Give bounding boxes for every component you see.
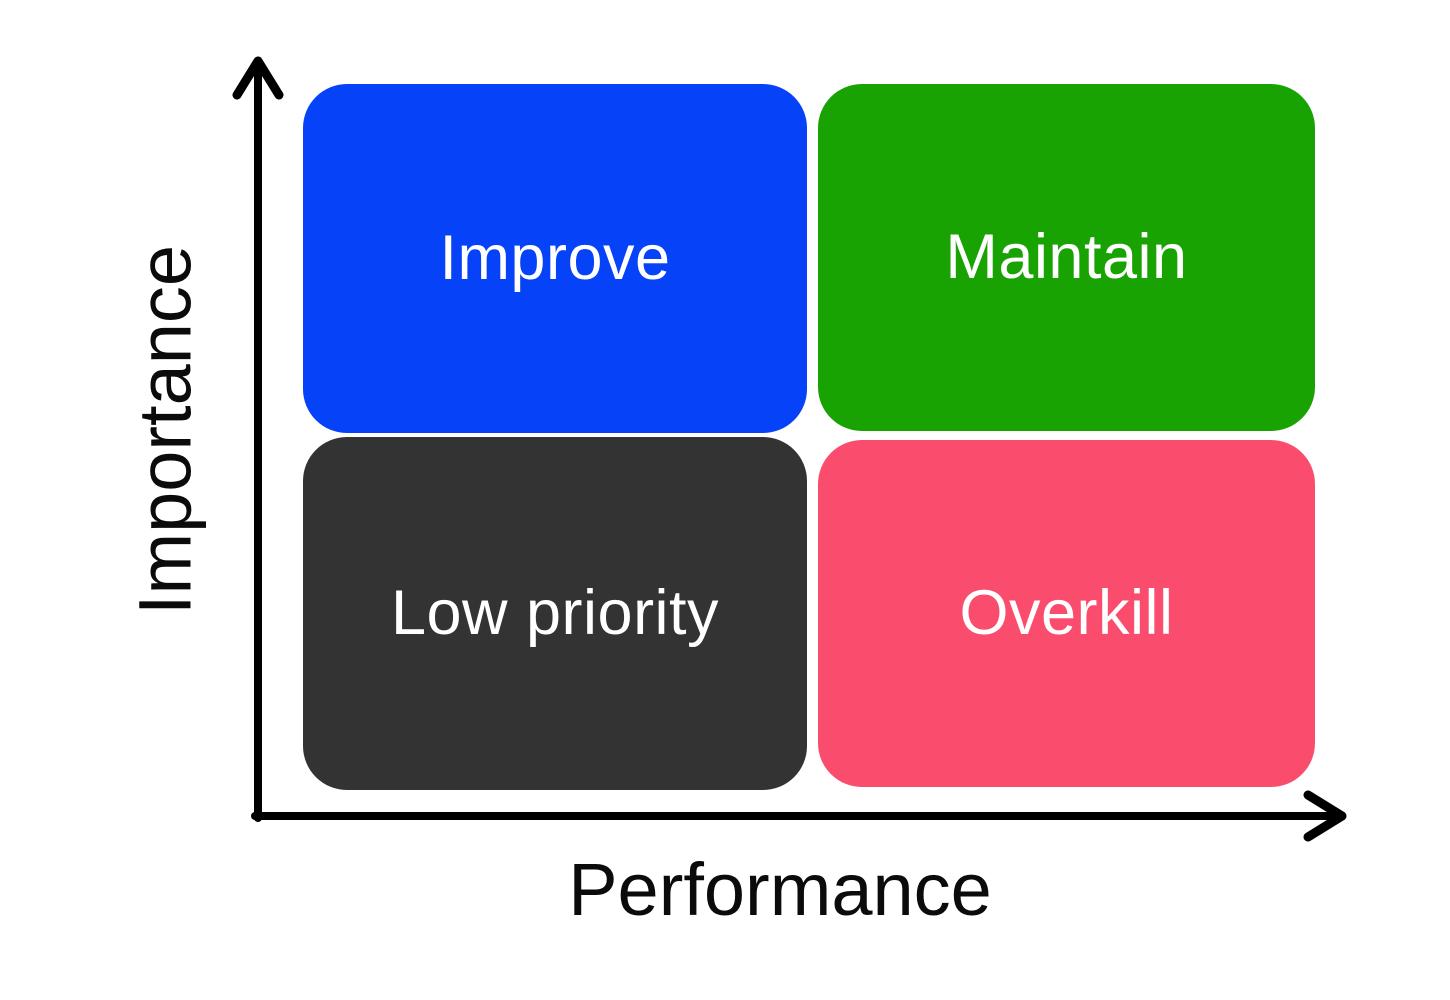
y-axis [232,56,284,822]
y-axis-arrow-icon [232,56,284,100]
quadrant-maintain: Maintain [818,84,1315,431]
quadrant-improve-label: Improve [439,223,671,293]
quadrant-maintain-label: Maintain [945,222,1188,292]
y-axis-label: Importance [123,244,207,616]
quadrant-overkill-label: Overkill [959,578,1174,648]
quadrant-low-priority: Low priority [303,437,807,790]
x-axis-label: Performance [568,848,992,931]
quadrant-low-priority-label: Low priority [390,578,720,648]
quadrant-overkill: Overkill [818,440,1315,787]
quadrant-improve: Improve [303,84,807,433]
x-axis [251,790,1347,842]
x-axis-arrow-icon [1303,790,1347,842]
